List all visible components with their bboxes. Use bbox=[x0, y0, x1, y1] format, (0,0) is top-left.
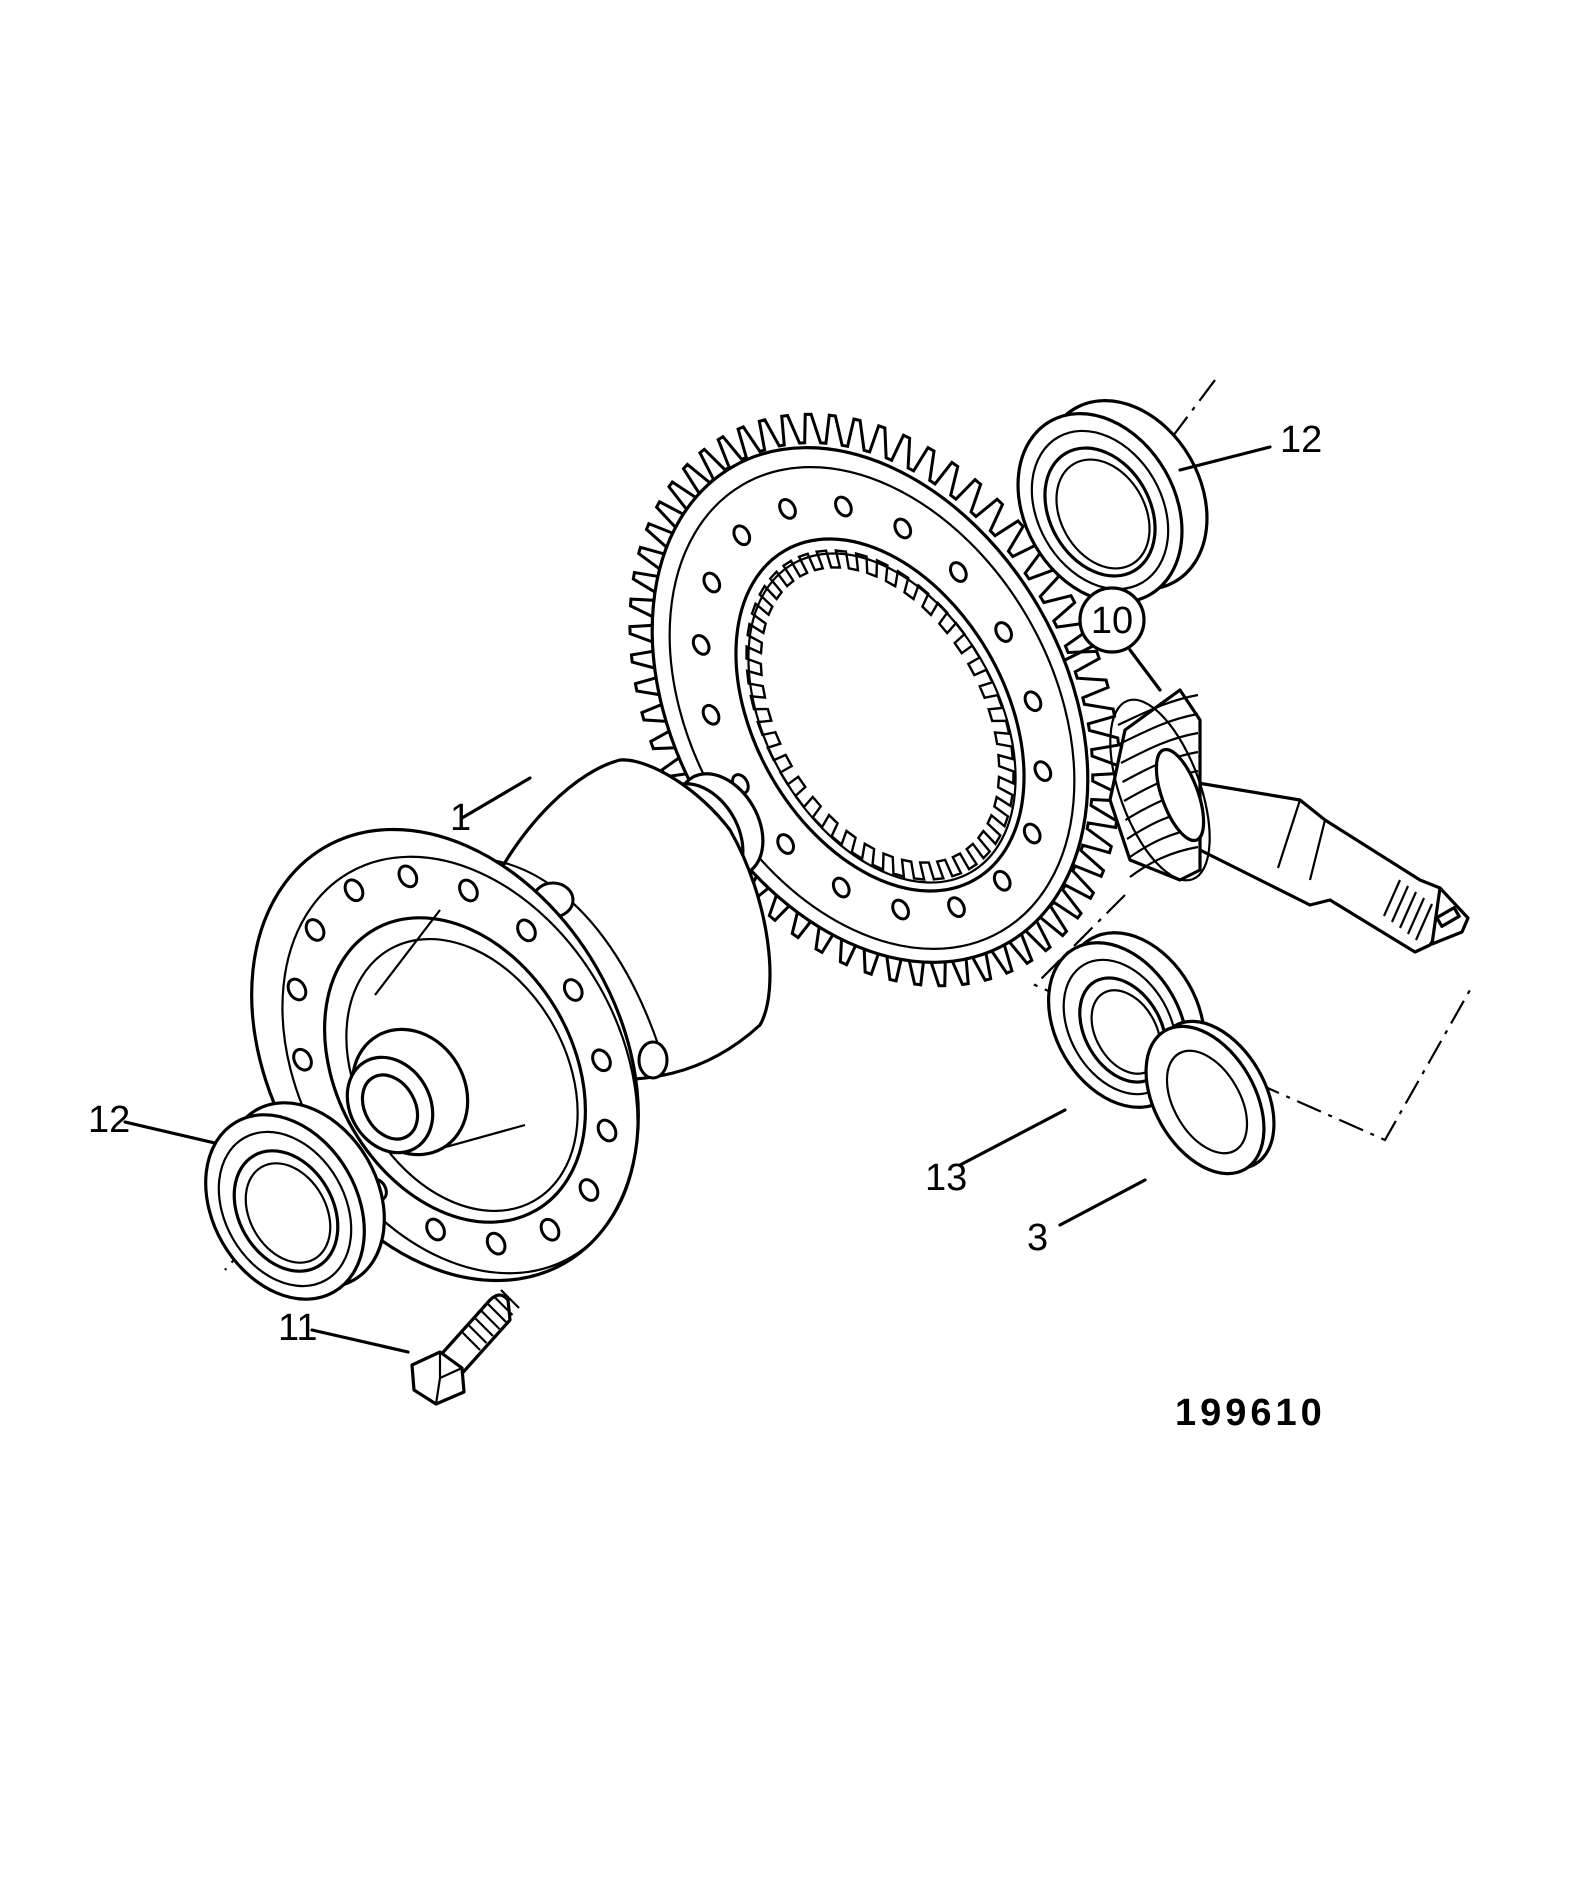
flange-hole bbox=[425, 1217, 446, 1242]
pinion-tooth bbox=[1129, 845, 1199, 878]
ring-gear-hole bbox=[992, 869, 1012, 892]
bolt-thread bbox=[467, 1324, 488, 1344]
ring-gear-hole bbox=[834, 495, 853, 518]
pinion-face bbox=[1109, 698, 1211, 882]
callout-12-left: 12 bbox=[88, 1099, 130, 1141]
flange-hole bbox=[596, 1118, 618, 1143]
flange-hole bbox=[591, 1048, 612, 1073]
pinion-thread bbox=[1414, 903, 1434, 941]
ring-gear-hole bbox=[702, 571, 722, 594]
callout-10: 10 bbox=[1091, 600, 1133, 642]
ring-gear-hole bbox=[947, 896, 966, 918]
callout-12-top: 12 bbox=[1280, 419, 1322, 461]
pinion-thread bbox=[1382, 879, 1402, 917]
bolt-thread bbox=[493, 1296, 514, 1316]
ring-gear-hole bbox=[994, 621, 1013, 643]
ring-gear-hole bbox=[1022, 822, 1042, 845]
flange-hole bbox=[485, 1231, 507, 1256]
pinion-thread bbox=[1390, 885, 1410, 923]
drive-pinion bbox=[1108, 688, 1470, 954]
bolt-thread bbox=[461, 1331, 481, 1351]
flange-hole bbox=[286, 977, 308, 1002]
ring-gear-hole bbox=[732, 524, 752, 547]
flange-hole bbox=[578, 1178, 600, 1202]
leader-lines bbox=[123, 445, 1272, 1354]
pinion-tooth bbox=[1119, 712, 1199, 745]
ring-gear-hole bbox=[891, 898, 910, 921]
flange-hole bbox=[397, 864, 419, 889]
flange-hole bbox=[292, 1047, 313, 1072]
ring-gear-hole bbox=[949, 561, 968, 583]
bolt-thread bbox=[487, 1303, 507, 1323]
bolt-11 bbox=[410, 1289, 520, 1406]
callout-11: 11 bbox=[278, 1307, 317, 1349]
flange-hole bbox=[304, 918, 326, 942]
ring-gear-hole bbox=[776, 833, 795, 855]
bolt-thread bbox=[500, 1289, 520, 1309]
callout-13: 13 bbox=[925, 1157, 967, 1199]
bearing-12-left bbox=[204, 1101, 386, 1301]
ring-gear-hole bbox=[701, 703, 721, 726]
pinion-tooth bbox=[1117, 693, 1199, 726]
ring-gear-hole bbox=[1033, 760, 1053, 782]
ring-gear-hole bbox=[831, 876, 851, 899]
callout-10-circle bbox=[1078, 586, 1146, 654]
flange-hole bbox=[516, 918, 537, 943]
bolt-thread bbox=[480, 1310, 501, 1330]
pinion-tooth bbox=[1120, 731, 1199, 764]
ring-gear-hole bbox=[1023, 690, 1043, 713]
pinion-thread bbox=[1406, 897, 1426, 935]
ring-gear-hole bbox=[893, 517, 913, 540]
ring-gear-hole bbox=[691, 634, 711, 656]
reference-number: 199610 bbox=[1175, 1392, 1326, 1434]
ring-gear-spline bbox=[745, 549, 1015, 881]
callout-3: 3 bbox=[1027, 1217, 1048, 1259]
pinion-thread bbox=[1398, 891, 1418, 929]
flange-hole bbox=[539, 1217, 561, 1242]
shim-3 bbox=[1144, 1019, 1276, 1176]
bolt-thread bbox=[474, 1317, 494, 1337]
flange-hole bbox=[562, 978, 584, 1002]
bearing-12-top bbox=[1016, 399, 1209, 604]
callout-1: 1 bbox=[450, 797, 471, 839]
ring-gear-hole bbox=[778, 498, 797, 520]
flange-hole bbox=[343, 878, 365, 903]
flange-hole bbox=[458, 878, 479, 903]
